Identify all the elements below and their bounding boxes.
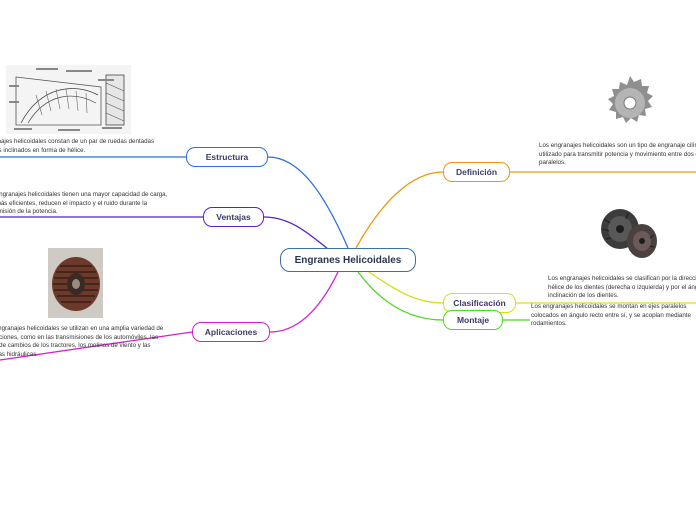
- note-aplicaciones: Los engranajes helicoidales se utilizan …: [0, 325, 167, 359]
- note-ventajas: Los engranajes helicoidales tienen una m…: [0, 191, 170, 217]
- connector-aplicaciones: [270, 272, 338, 332]
- note-estructura: Los engranajes helicoidales constan de u…: [0, 138, 162, 155]
- topic-aplicaciones[interactable]: Aplicaciones: [192, 322, 270, 342]
- gear-diagram-image: [6, 65, 131, 134]
- topic-montaje[interactable]: Montaje: [443, 310, 503, 330]
- central-topic[interactable]: Engranes Helicoidales: [280, 248, 416, 272]
- topic-estructura[interactable]: Estructura: [186, 147, 268, 167]
- note-definicion: Los engranajes helicoidales son un tipo …: [539, 142, 696, 168]
- helical-gear-image: [595, 70, 665, 136]
- topic-definicion[interactable]: Definición: [443, 162, 510, 182]
- note-clasificacion: Los engranajes helicoidales se clasifica…: [548, 275, 696, 301]
- note-montaje: Los engranajes helicoidales se montan en…: [531, 303, 696, 329]
- connector-montaje: [358, 272, 443, 320]
- connector-definicion: [356, 172, 443, 248]
- gear-pair-image: [598, 205, 660, 261]
- topic-ventajas[interactable]: Ventajas: [203, 207, 264, 227]
- turbine-rotor-image: [48, 248, 103, 318]
- connector-clasificacion: [366, 270, 443, 303]
